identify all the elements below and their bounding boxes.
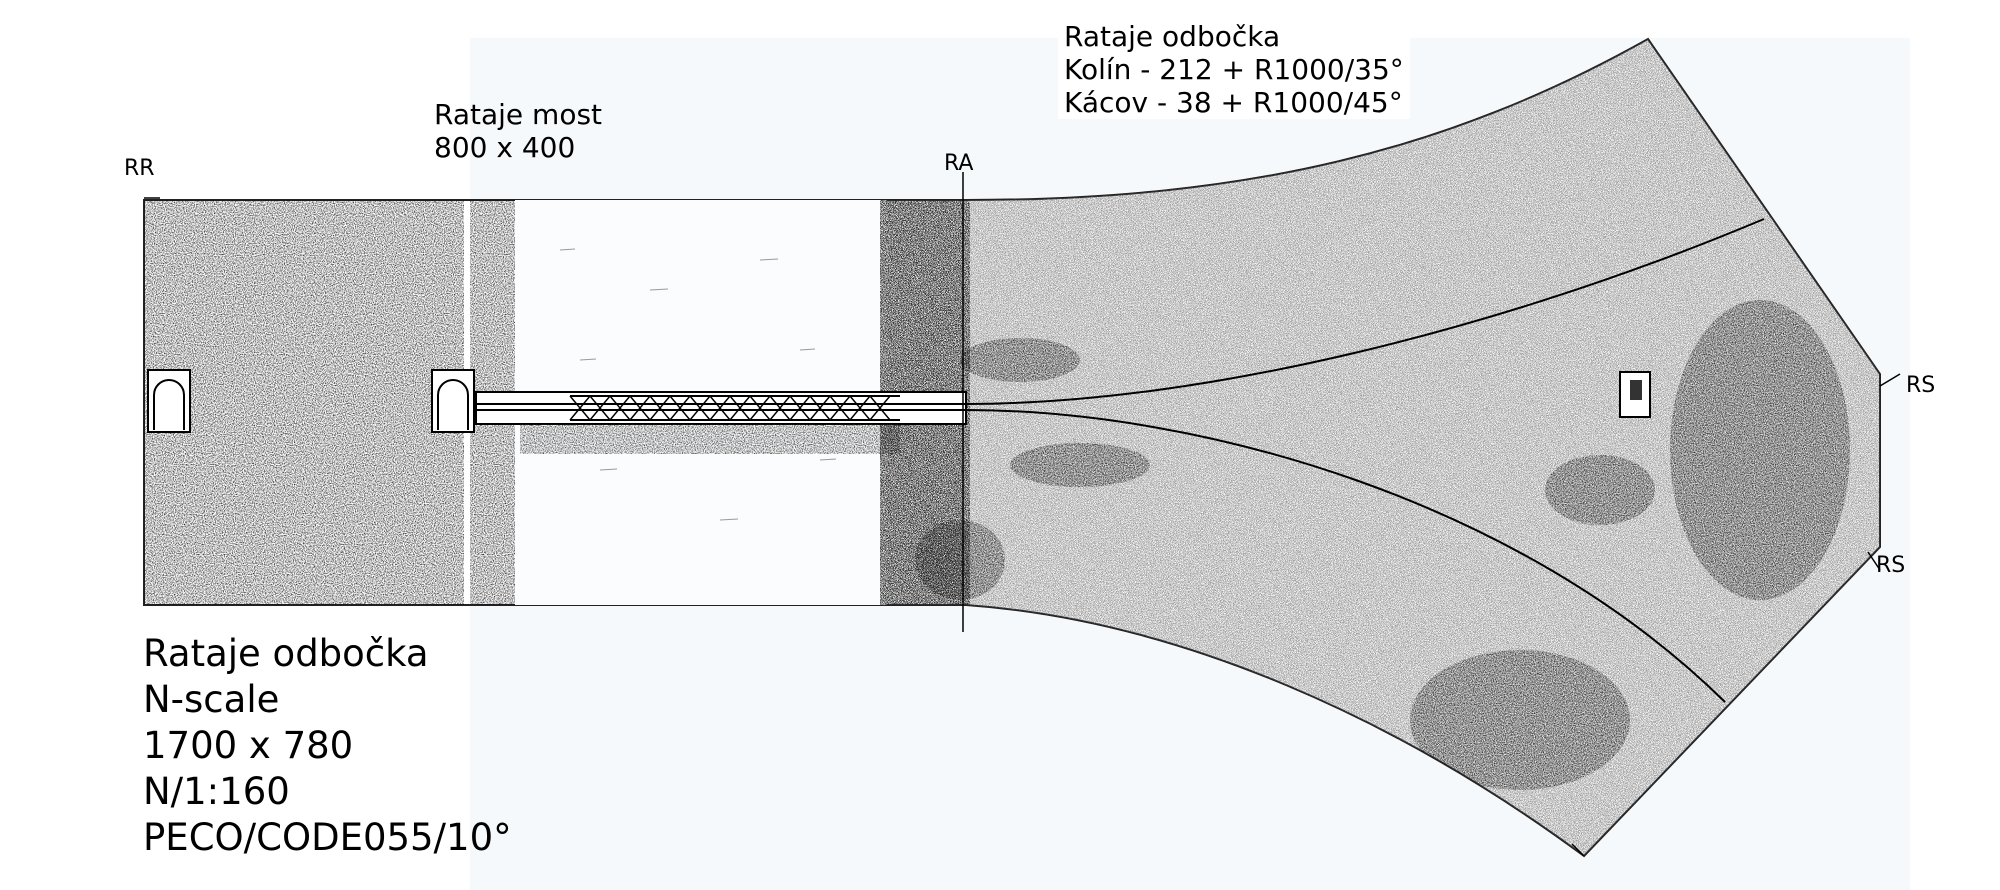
label-rs-upper: RS — [1906, 373, 1936, 398]
info-dimensions: 1700 x 780 — [143, 724, 354, 767]
label-rs-lower: RS — [1876, 553, 1906, 578]
junction-title: Rataje odbočka — [1064, 20, 1281, 53]
kacov-branch: Kácov - 38 + R1000/45° — [1064, 86, 1403, 120]
tunnel-portal-left — [147, 369, 191, 433]
truss-bridge — [475, 391, 967, 454]
info-ratio: N/1:160 — [143, 770, 290, 813]
info-track: PECO/CODE055/10° — [143, 816, 512, 859]
tunnel-portal-right — [431, 369, 475, 433]
track-kolin — [965, 218, 1765, 405]
section-markers — [144, 172, 1901, 857]
tree-clumps — [915, 300, 1850, 790]
bridge-title: Rataje most — [434, 98, 603, 131]
info-scale: N-scale — [143, 678, 280, 721]
label-rr: RR — [124, 156, 155, 181]
junction-label: Rataje odbočka Kolín - 212 + R1000/35° K… — [1058, 20, 1410, 120]
bridge-size: 800 x 400 — [434, 131, 576, 165]
bridge-label: Rataje most 800 x 400 — [434, 98, 602, 164]
river-ripples — [559, 248, 837, 521]
track-kacov — [965, 409, 1726, 703]
label-ra: RA — [944, 151, 974, 176]
station-building — [1619, 371, 1651, 418]
info-title: Rataje odbočka — [143, 632, 429, 675]
tracks — [476, 218, 1765, 703]
layout-info: Rataje odbočka N-scale 1700 x 780 N/1:16… — [143, 631, 512, 861]
kolin-branch: Kolín - 212 + R1000/35° — [1064, 53, 1404, 87]
